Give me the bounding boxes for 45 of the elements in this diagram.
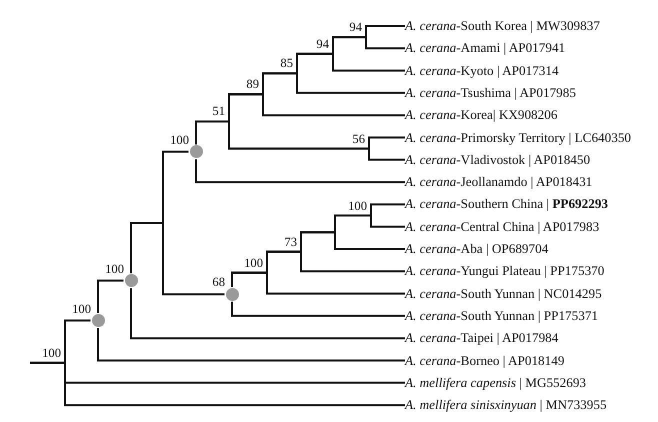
bootstrap-value: 56 — [352, 132, 365, 146]
bootstrap-value: 94 — [349, 21, 362, 34]
node-dot — [190, 145, 202, 158]
tree-branch — [195, 120, 405, 161]
taxon-label: A. cerana-Borneo | AP018149 — [405, 352, 564, 368]
taxon-label: A. cerana-South Korea | MW309837 — [405, 18, 600, 34]
taxon-label: A. cerana-Kyoto | AP017314 — [405, 62, 559, 79]
taxon-label: A. cerana-Vladivostok | AP018450 — [405, 152, 590, 168]
bootstrap-value: 73 — [284, 236, 297, 249]
node-dot — [124, 274, 138, 288]
bootstrap-value: 100 — [105, 262, 124, 276]
tree-branch — [231, 302, 405, 317]
taxon-label: A. cerana-Aba | OP689704 — [405, 241, 548, 257]
node-dot — [92, 314, 104, 328]
taxon-label: A. cerana-Jeollanamdo | AP018431 — [405, 174, 592, 190]
taxon-label: A. cerana-Amami | AP017941 — [405, 40, 566, 56]
bootstrap-value: 100 — [42, 346, 61, 360]
taxon-label: A. cerana-Primorsky Territory | LC640350 — [405, 130, 632, 146]
taxon-label: A. mellifera sinisxinyuan | MN733955 — [405, 397, 607, 414]
taxon-label: A. cerana-Southern China | PP692293 — [405, 196, 608, 212]
tree-branch — [97, 328, 405, 362]
bootstrap-value: 100 — [72, 302, 91, 316]
tree-branch — [30, 362, 405, 406]
bootstrap-value: 100 — [170, 134, 189, 147]
bootstrap-value: 94 — [316, 38, 329, 51]
taxon-label: A. cerana-South Yunnan | PP175371 — [405, 308, 598, 324]
tree-branch — [97, 280, 124, 314]
node-dot — [226, 288, 238, 301]
taxon-label: A. cerana-Taipei | AP017984 — [405, 330, 558, 346]
bootstrap-value: 51 — [212, 105, 225, 118]
tree-branch — [130, 288, 405, 340]
bootstrap-value: 85 — [280, 57, 293, 70]
bootstrap-value: 100 — [244, 256, 263, 270]
taxon-label: A. cerana-South Yunnan | NC014295 — [405, 286, 602, 302]
taxon-label: A. cerana-Korea| KX908206 — [405, 107, 558, 124]
taxon-label: A. cerana-Yungui Plateau | PP175370 — [405, 263, 604, 280]
bootstrap-value: 89 — [246, 78, 259, 92]
taxon-label: A. cerana-Central China | AP017983 — [405, 218, 600, 235]
tree-branch — [231, 272, 405, 295]
tree-branch — [130, 222, 224, 296]
bootstrap-value: 100 — [348, 200, 367, 213]
taxon-label: A. mellifera capensis | MG552693 — [405, 374, 586, 391]
taxon-label: A. cerana-Tsushima | AP017985 — [405, 84, 576, 101]
bootstrap-value: 68 — [212, 276, 225, 290]
tree-branch — [195, 159, 405, 184]
